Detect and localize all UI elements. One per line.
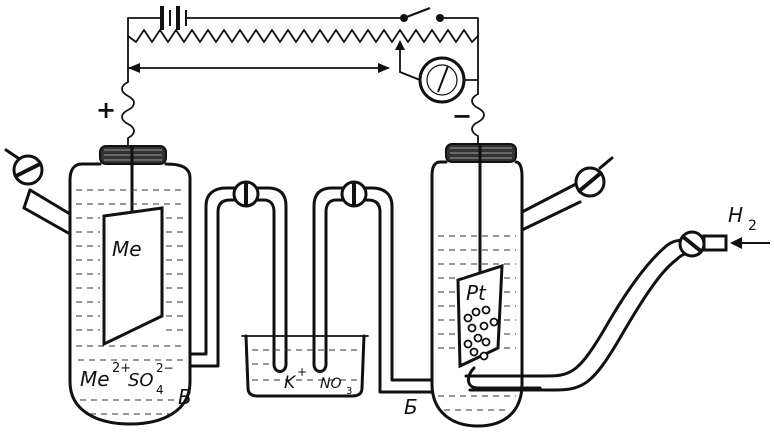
inlet-stopcock-icon [678,230,706,258]
left-siphon-tube [188,180,288,368]
metal-electrode-label: Me [112,237,142,261]
battery [160,6,187,30]
left-stopcock-icon [4,148,44,186]
vessel-left-letter: В [178,385,192,409]
platinum-electrode-label: Pt [466,281,487,305]
right-lead-coil [471,93,485,151]
hydrogen-inlet-line [464,230,770,392]
salt-bridge-formula: K + NO 3 [284,365,352,397]
hydrogen-bubbles [463,305,499,361]
right-siphon-stopcock-icon [340,180,368,208]
metal-electrode [102,206,164,347]
salt-bridge-beaker [241,334,369,398]
svg-text:K: K [284,373,297,393]
switch [400,6,479,37]
svg-text:2: 2 [748,218,757,234]
vessel-right-letter: Б [404,395,418,419]
right-vessel [430,143,614,428]
svg-text:Me: Me [80,367,110,391]
left-siphon-stopcock-icon [232,180,260,208]
right-stopcock-icon [574,156,614,198]
svg-text:H: H [728,203,743,227]
left-vessel [4,145,192,426]
sliding-contact [127,40,421,81]
anode-sign: + [96,96,116,124]
right-siphon-tube [312,180,434,394]
svg-text:2+: 2+ [112,361,131,376]
battery-circuit [127,6,479,104]
left-lead-coil [121,81,135,151]
hydrogen-label: H 2 [728,203,757,234]
inlet-arrow-icon [730,237,770,249]
metal-sulfate-formula: Me 2+ SO 4 2− [80,361,174,397]
galvanometer-icon [418,56,466,104]
svg-text:+: + [297,365,307,379]
svg-text:4: 4 [156,383,164,397]
cathode-sign: − [452,102,472,130]
rheostat [127,29,479,43]
svg-text:2−: 2− [156,361,174,375]
svg-text:NO: NO [320,376,342,392]
svg-text:3: 3 [346,386,352,397]
svg-text:SO: SO [128,370,154,391]
